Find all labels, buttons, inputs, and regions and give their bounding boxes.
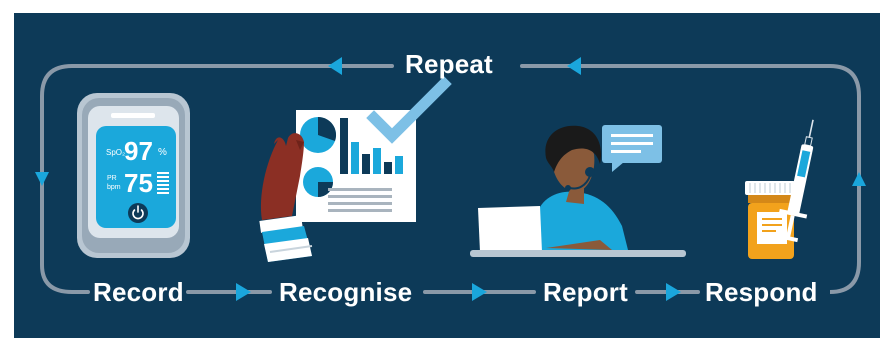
pulse-oximeter-icon: SpO₂ 97 % PR bpm 75 (77, 93, 190, 258)
pr-value: 75 (124, 168, 153, 198)
pie-icon (303, 167, 333, 197)
spo2-value: 97 (124, 136, 153, 166)
bpm-label: bpm (107, 184, 121, 191)
repeat-label: Repeat (405, 49, 493, 79)
arrow-right-icon (236, 283, 251, 301)
spo2-unit: % (158, 147, 167, 158)
text-lines (328, 188, 392, 212)
chart-document-icon (296, 76, 452, 222)
arrow-down-icon (35, 172, 49, 186)
arrow-left-icon (567, 57, 581, 75)
laptop-icon (478, 206, 542, 252)
respond-label: Respond (705, 277, 818, 307)
medicine-icon (745, 119, 814, 259)
syringe-icon (777, 119, 814, 243)
desk (470, 250, 686, 257)
checkmark-icon (366, 76, 452, 144)
arrow-right-icon (472, 283, 487, 301)
record-label: Record (93, 277, 184, 307)
agent-illustration (470, 125, 686, 257)
pr-label: PR (107, 175, 117, 182)
signal-bars-icon (157, 172, 169, 194)
speech-bubble-icon (602, 125, 662, 172)
report-label: Report (543, 277, 628, 307)
arrow-right-icon (666, 283, 681, 301)
hand-icon (259, 133, 313, 262)
arrow-left-icon (328, 57, 342, 75)
recognise-label: Recognise (279, 277, 413, 307)
bar-chart-icon (340, 118, 403, 174)
arrow-up-icon (852, 172, 866, 186)
pie-icon (300, 116, 337, 153)
spo2-label: SpO₂ (106, 148, 125, 157)
power-icon (132, 205, 144, 220)
